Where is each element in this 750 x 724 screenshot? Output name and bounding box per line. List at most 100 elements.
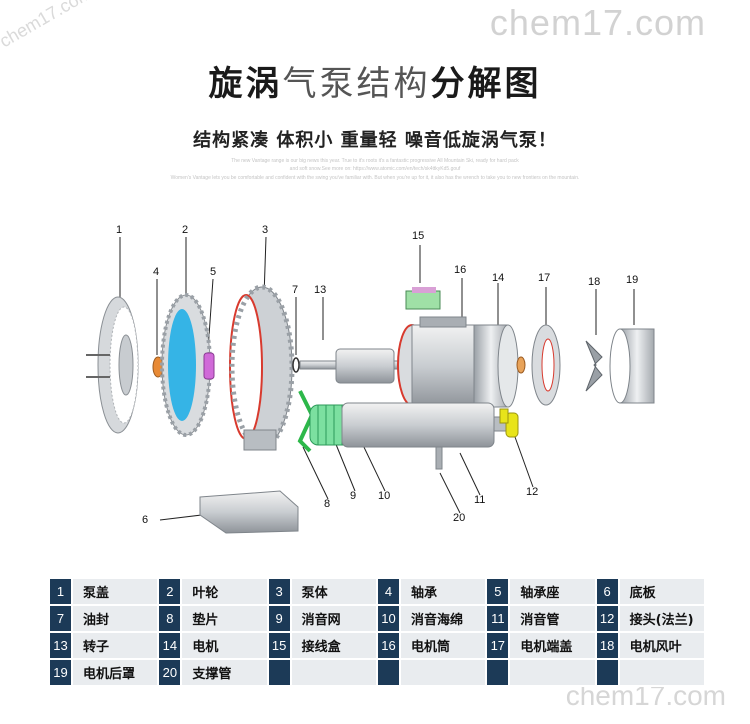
legend-label: 消音网 — [289, 604, 378, 633]
legend-label: 泵体 — [289, 577, 378, 606]
legend-label: 轴承 — [398, 577, 488, 606]
title-part-1: 旋涡 — [208, 64, 283, 104]
part-flange — [499, 408, 519, 438]
callout-9: 9 — [350, 490, 357, 502]
part-motor-fan — [585, 340, 603, 392]
legend-label: 泵盖 — [70, 577, 160, 606]
callout-13: 13 — [314, 284, 327, 296]
small-text-line-2: and soft snow.See more on: https://www.a… — [289, 166, 461, 172]
page-title: 旋涡气泵结构分解图 — [0, 56, 750, 105]
legend-label: 电机筒 — [398, 631, 488, 660]
callout-10: 10 — [378, 490, 391, 502]
legend-label — [289, 658, 378, 687]
callout-15: 15 — [412, 230, 425, 242]
legend-number — [594, 658, 620, 687]
legend-label: 电机端盖 — [508, 631, 597, 660]
legend-label: 叶轮 — [180, 577, 269, 606]
legend-number: 6 — [594, 577, 620, 606]
legend-number: 10 — [375, 604, 401, 633]
legend-label: 油封 — [70, 604, 160, 633]
legend-number: 2 — [157, 577, 183, 606]
legend-number: 19 — [48, 658, 73, 687]
callout-3: 3 — [262, 224, 269, 236]
watermark-top: chem17.com — [489, 2, 706, 43]
part-motor-rear-hood — [609, 328, 655, 404]
callout-19: 19 — [626, 274, 639, 286]
callout-20: 20 — [453, 512, 466, 524]
legend-label: 消音海绵 — [398, 604, 488, 633]
legend-label: 接头(法兰) — [617, 604, 707, 633]
callout-2: 2 — [182, 224, 189, 236]
part-motor-end-cover — [531, 324, 561, 406]
legend-number: 4 — [375, 577, 401, 606]
legend-label — [398, 658, 488, 687]
callout-16: 16 — [454, 264, 467, 276]
part-impeller — [160, 293, 212, 437]
part-rotor — [299, 348, 409, 384]
title-part-3: 分解图 — [430, 64, 542, 104]
legend-label: 电机后罩 — [70, 658, 160, 687]
legend-number: 1 — [48, 577, 73, 606]
callout-6: 6 — [142, 514, 149, 526]
part-bearing-seat — [203, 352, 215, 380]
legend-label: 支撑管 — [180, 658, 269, 687]
part-gasket — [297, 390, 315, 453]
legend-label: 底板 — [617, 577, 707, 606]
small-text-line-1: The new Vantage range is our big news th… — [231, 158, 519, 164]
callout-4: 4 — [153, 266, 160, 278]
legend-label — [508, 658, 597, 687]
callout-11: 11 — [474, 494, 486, 506]
part-oil-seal — [292, 357, 300, 373]
callout-7: 7 — [292, 284, 299, 296]
part-pump-body — [229, 284, 295, 451]
callout-18: 18 — [588, 276, 601, 288]
legend-number — [266, 658, 292, 687]
legend-number: 20 — [157, 658, 183, 687]
legend-number: 8 — [157, 604, 183, 633]
legend-number: 14 — [157, 631, 183, 660]
legend-label: 转子 — [70, 631, 160, 660]
subtitle: 结构紧凑 体积小 重量轻 噪音低旋涡气泵！ — [193, 130, 557, 151]
callout-12: 12 — [526, 486, 539, 498]
legend-number: 12 — [594, 604, 620, 633]
part-junction-box — [405, 287, 441, 310]
legend-label — [617, 658, 707, 687]
callout-1: 1 — [116, 224, 123, 236]
exploded-diagram — [86, 236, 655, 534]
legend-number: 16 — [375, 631, 401, 660]
legend-number: 9 — [266, 604, 292, 633]
legend-label: 电机 — [180, 631, 269, 660]
legend-number: 15 — [266, 631, 292, 660]
callout-14: 14 — [492, 272, 505, 284]
callout-17: 17 — [538, 272, 551, 284]
part-motor-bearing — [516, 356, 526, 374]
legend-number: 7 — [48, 604, 73, 633]
legend-label: 接线盒 — [289, 631, 378, 660]
legend-number: 17 — [485, 631, 511, 660]
callout-5: 5 — [210, 266, 217, 278]
legend-label: 电机风叶 — [617, 631, 707, 660]
part-base-plate — [199, 490, 299, 534]
watermark-top-left: chem17.com — [0, 0, 96, 52]
legend-label: 消音管 — [508, 604, 597, 633]
part-pump-cover — [86, 296, 139, 434]
legend-number: 3 — [266, 577, 292, 606]
legend-label: 轴承座 — [508, 577, 597, 606]
part-motor — [397, 316, 519, 408]
part-silencer-tube — [341, 402, 511, 448]
legend-number — [485, 658, 511, 687]
legend-number: 13 — [48, 631, 73, 660]
legend-label: 垫片 — [180, 604, 269, 633]
part-bearing — [152, 356, 164, 378]
small-text-line-3: Women's Vantage lets you be comfortable … — [170, 175, 580, 181]
legend-number — [375, 658, 401, 687]
callout-8: 8 — [324, 498, 331, 510]
legend-number: 11 — [485, 604, 511, 633]
part-support-tube — [435, 446, 443, 470]
title-part-2: 气泵结构 — [282, 64, 431, 104]
